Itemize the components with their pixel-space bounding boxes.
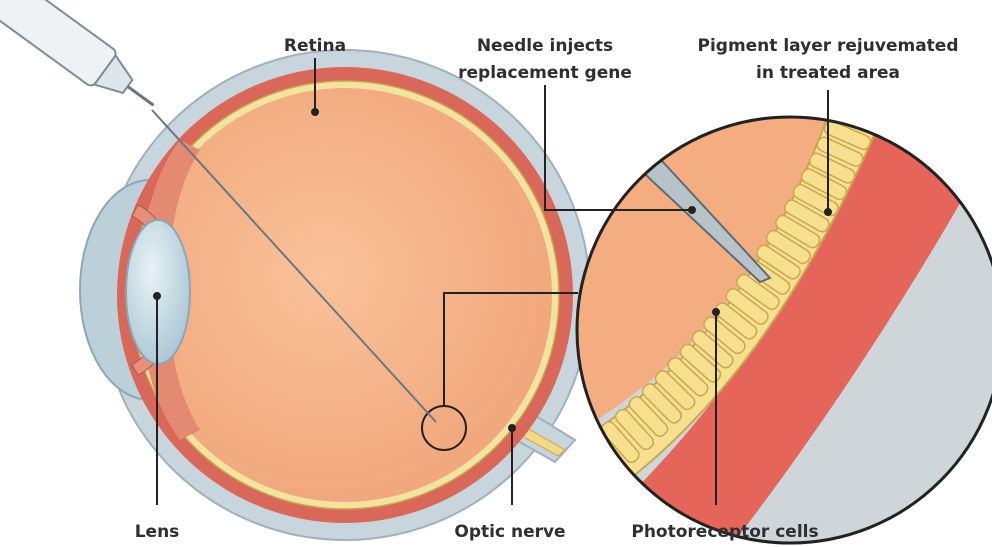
label-photoreceptor: Photoreceptor cells bbox=[631, 522, 818, 542]
pigment-dot bbox=[825, 209, 831, 215]
photoreceptor-cell bbox=[555, 456, 596, 502]
label-pigment-line1: Pigment layer rejuvemated bbox=[697, 36, 958, 56]
label-pigment-line2: in treated area bbox=[756, 63, 900, 83]
photoreceptor-dot bbox=[713, 309, 719, 315]
lens-dot bbox=[154, 293, 160, 299]
retina-dot bbox=[312, 109, 318, 115]
vitreous-body bbox=[138, 88, 552, 502]
label-lens: Lens bbox=[135, 522, 180, 542]
label-needle-line2: replacement gene bbox=[458, 63, 632, 83]
syringe-needle bbox=[128, 86, 154, 105]
label-needle-line1: Needle injects bbox=[477, 36, 613, 56]
needle-dot bbox=[689, 207, 695, 213]
optic-nerve-dot bbox=[509, 425, 515, 431]
photoreceptor-cell bbox=[570, 444, 611, 490]
zoom-detail bbox=[555, 103, 992, 547]
label-retina: Retina bbox=[284, 36, 346, 56]
label-optic-nerve: Optic nerve bbox=[454, 522, 565, 542]
syringe-barrel bbox=[0, 0, 118, 88]
